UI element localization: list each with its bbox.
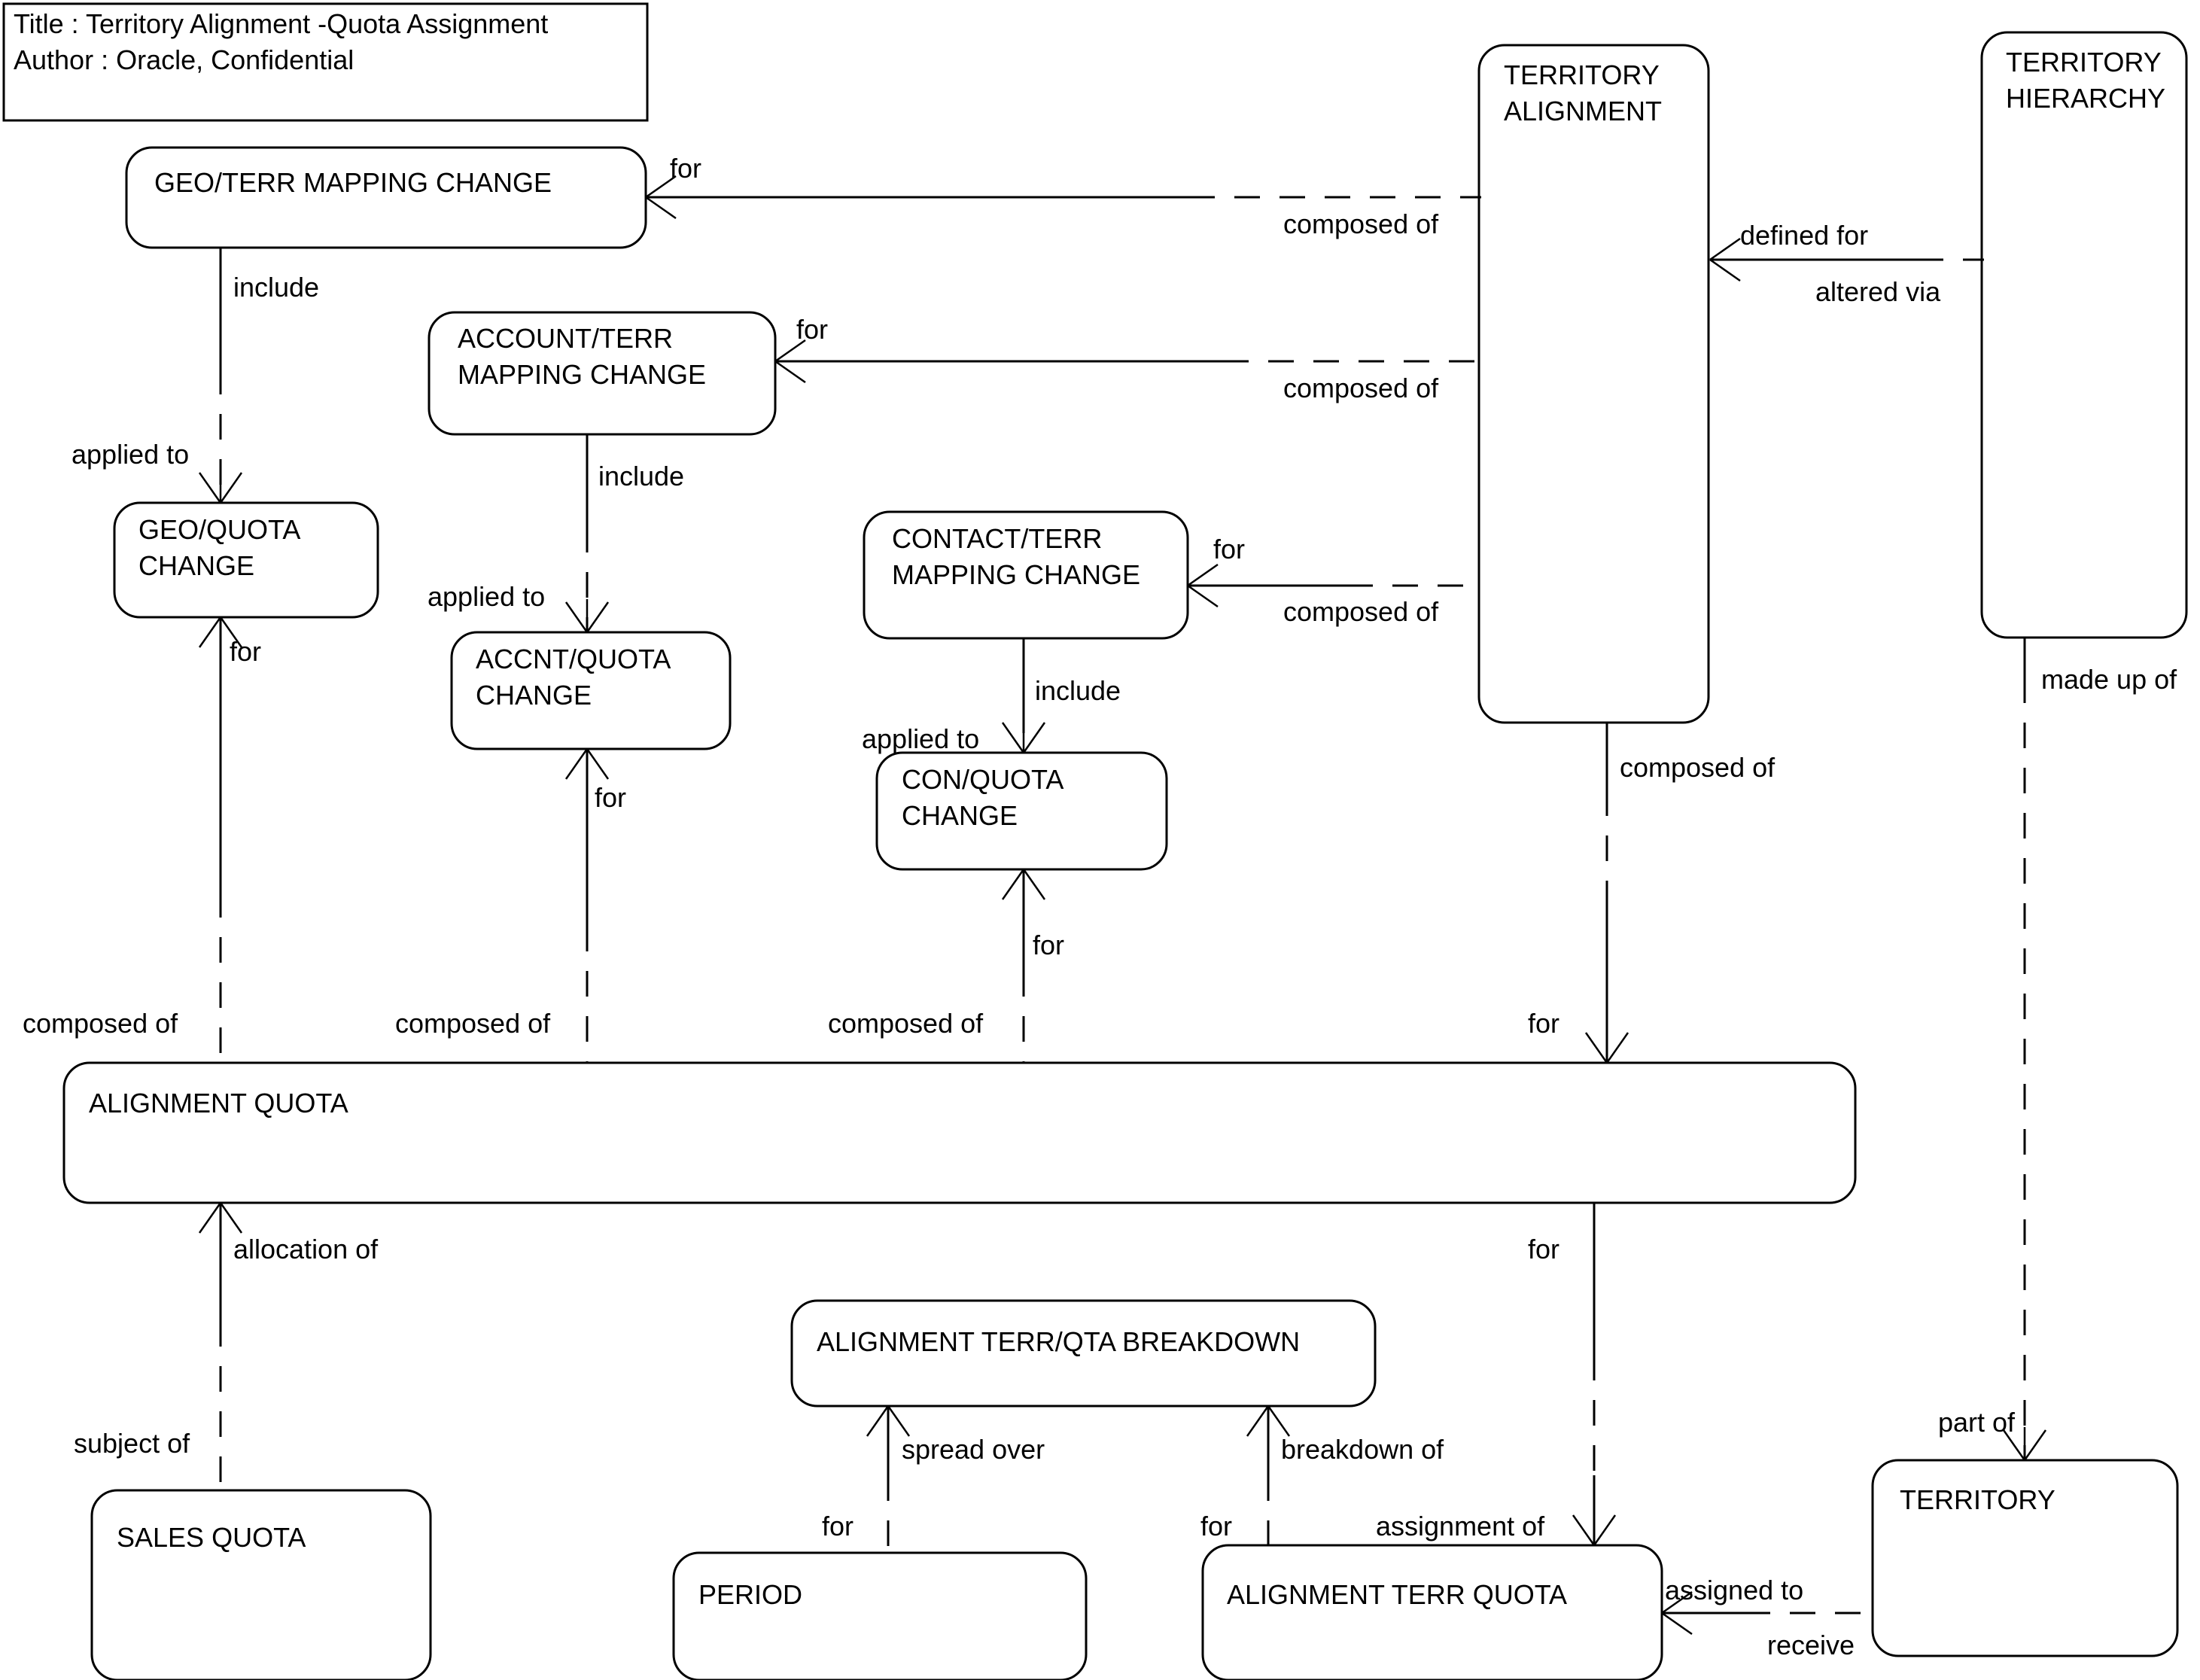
entity-label-account-terr-mapping-change-l2: MAPPING CHANGE [458,359,706,390]
relationship-label-for-period: for [822,1511,854,1542]
relationship-label-for-accountterr: for [796,314,828,345]
crowsfoot-alignmentquota-bottom-left [198,1202,243,1236]
entity-box-account-terr-mapping-change[interactable] [428,311,777,436]
relationship-label-for-contactterr: for [1213,534,1245,565]
entity-label-con-quota-change-l2: CHANGE [902,800,1018,831]
entity-label-alignment-terr-qta-breakdown: ALIGNMENT TERR/QTA BREAKDOWN [817,1326,1300,1357]
entity-box-period[interactable] [672,1551,1088,1680]
relationship-label-composed-of-territory-alignment: composed of [1620,752,1776,783]
entity-box-contact-terr-mapping-change[interactable] [863,510,1189,640]
crowsfoot-alignmenttq-right [1661,1590,1695,1636]
relationship-label-assigned-to: assigned to [1665,1575,1803,1605]
relationship-label-allocation-of: allocation of [233,1234,379,1265]
entity-box-accnt-quota-change[interactable] [450,631,732,750]
entity-label-sales-quota: SALES QUOTA [117,1522,306,1553]
relationship-label-part-of: part of [1938,1407,2016,1438]
entity-box-geo-quota-change[interactable] [113,501,379,619]
entity-label-contact-terr-mapping-change-l1: CONTACT/TERR [892,523,1102,554]
entity-box-alignment-terr-qta-breakdown[interactable] [790,1299,1377,1408]
entity-label-alignment-quota: ALIGNMENT QUOTA [89,1088,348,1118]
relationship-label-breakdown-of: breakdown of [1281,1434,1444,1465]
crowsfoot-geoquota-top [198,470,243,504]
entity-box-territory-alignment[interactable] [1477,44,1710,724]
relationship-label-include-accountterr: include [598,461,684,492]
relationship-label-composed-of-accntquota: composed of [395,1008,551,1039]
entity-label-period: PERIOD [698,1579,802,1610]
title-line-text: Title : Territory Alignment -Quota Assig… [14,8,548,39]
crowsfoot-conquota-top [1001,720,1046,753]
relationship-label-for-alignmenttq: for [1200,1511,1232,1542]
entity-label-geo-terr-mapping-change: GEO/TERR MAPPING CHANGE [154,167,552,198]
relationship-label-applied-to-accntquota: applied to [428,581,545,612]
crowsfoot-geoquota-bottom [198,616,243,650]
crowsfoot-accntquota-top [564,599,610,633]
relationship-label-for-geoquota: for [230,636,261,667]
crowsfoot-geoterr-right [645,175,679,220]
entity-box-territory-hierarchy[interactable] [1980,31,2188,639]
crowsfoot-breakdown-bottom-left [866,1405,911,1439]
relationship-label-composed-of-contactterr: composed of [1283,596,1439,627]
relationship-label-for-alignmentquota-right: for [1528,1234,1559,1265]
relationship-label-for-geoterr: for [670,153,701,184]
title-block-border [2,2,649,122]
entity-label-territory-hierarchy-l1: TERRITORY [2006,47,2162,78]
entity-box-alignment-terr-quota[interactable] [1201,1544,1663,1680]
entity-label-geo-quota-change-l1: GEO/QUOTA [138,514,300,545]
entity-label-territory: TERRITORY [1900,1484,2055,1515]
author-line-text: Author : Oracle, Confidential [14,44,354,75]
relationship-label-altered-via: altered via [1815,276,1941,307]
relationship-label-applied-to-geoquota: applied to [72,439,189,470]
entity-label-geo-quota-change-l2: CHANGE [138,550,254,581]
relationship-label-receive: receive [1767,1630,1855,1660]
relationship-label-defined-for: defined for [1740,220,1868,251]
crowsfoot-alignmenttq-top [1572,1512,1617,1546]
entity-box-alignment-quota[interactable] [62,1061,1857,1204]
relationship-label-spread-over: spread over [902,1434,1045,1465]
relationship-label-for-territory-alignment: for [1528,1008,1559,1039]
entity-label-alignment-terr-quota: ALIGNMENT TERR QUOTA [1227,1579,1567,1610]
relationship-label-include-contactterr: include [1035,675,1121,706]
relationship-label-assignment-of: assignment of [1376,1511,1545,1542]
entity-label-contact-terr-mapping-change-l2: MAPPING CHANGE [892,559,1140,590]
crowsfoot-territory-top [2002,1427,2047,1461]
entity-label-accnt-quota-change-l2: CHANGE [476,680,592,711]
relationship-label-composed-of-geoquota: composed of [23,1008,178,1039]
relationship-label-for-conquota: for [1033,930,1064,960]
relationship-label-made-up-of: made up of [2041,664,2177,695]
relationship-label-include-geoterr: include [233,272,319,303]
crowsfoot-conquota-bottom [1001,869,1046,902]
entity-box-con-quota-change[interactable] [875,751,1168,871]
crowsfoot-accntquota-bottom [564,748,610,782]
relationship-label-applied-to-conquota: applied to [862,723,979,754]
entity-label-territory-alignment-l1: TERRITORY [1504,59,1660,90]
relationship-label-subject-of: subject of [74,1428,190,1459]
crowsfoot-contactterr-right [1187,563,1221,608]
crowsfoot-alignmentquota-top-right [1584,1030,1629,1064]
relationship-label-composed-of-conquota: composed of [828,1008,984,1039]
crowsfoot-breakdown-bottom-right [1246,1405,1291,1439]
entity-label-account-terr-mapping-change-l1: ACCOUNT/TERR [458,323,673,354]
entity-label-territory-hierarchy-l2: HIERARCHY [2006,83,2165,114]
entity-label-territory-alignment-l2: ALIGNMENT [1504,96,1662,126]
crowsfoot-territory-alignment-right [1709,237,1743,282]
relationship-label-for-accntquota: for [595,782,626,813]
relationship-label-composed-of-accountterr: composed of [1283,373,1439,403]
entity-label-con-quota-change-l1: CON/QUOTA [902,764,1063,795]
entity-label-accnt-quota-change-l1: ACCNT/QUOTA [476,644,671,674]
entity-box-sales-quota[interactable] [90,1489,432,1680]
crowsfoot-accountterr-right [774,339,808,384]
relationship-label-composed-of-geoterr: composed of [1283,208,1439,239]
